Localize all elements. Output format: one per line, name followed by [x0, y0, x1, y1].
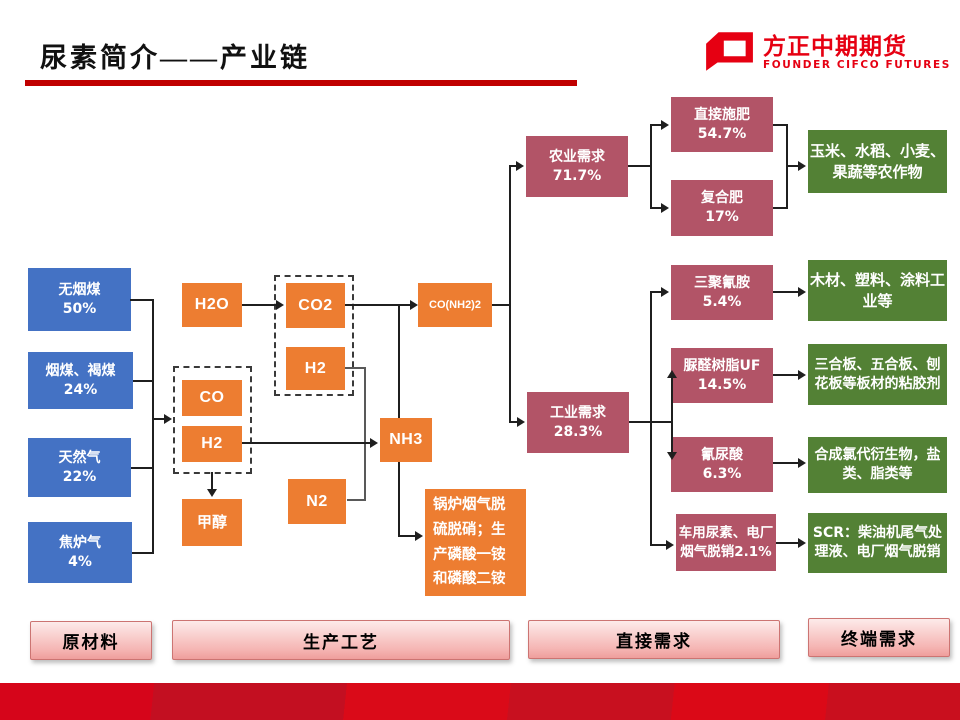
connector-arrowhead — [207, 489, 217, 497]
node-compound-fertilizer: 复合肥 17% — [671, 180, 773, 236]
node-uf-resin: 脲醛树脂UF 14.5% — [671, 348, 773, 403]
node-nh3-note: 锅炉烟气脱硫脱硝；生产磷酸一铵和磷酸二铵 — [425, 489, 526, 596]
footer-red-bar — [0, 683, 960, 720]
node-co: CO — [182, 380, 242, 416]
connector-arrowhead — [661, 120, 669, 130]
node-direct-fertilizer: 直接施肥 54.7% — [671, 97, 773, 152]
connector-arrowhead — [164, 414, 172, 424]
connector-line — [398, 462, 400, 537]
connector-line — [133, 380, 152, 382]
connector-arrowhead — [661, 203, 669, 213]
legend-end-demand: 终端需求 — [808, 618, 950, 657]
node-agriculture-demand: 农业需求 71.7% — [526, 136, 628, 197]
connector-line — [398, 535, 416, 537]
page-title: 尿素简介——产业链 — [40, 43, 310, 73]
connector-line — [650, 291, 652, 546]
connector-line — [650, 207, 663, 209]
connector-line — [132, 552, 152, 554]
connector-arrowhead — [370, 438, 378, 448]
connector-line — [773, 207, 787, 209]
connector-line — [786, 165, 799, 167]
node-methanol: 甲醇 — [182, 499, 242, 546]
connector-arrowhead — [415, 531, 423, 541]
connector-line — [492, 304, 510, 306]
node-vehicle-urea: 车用尿素、电厂烟气脱销2.1% — [676, 514, 776, 571]
connector-line — [364, 367, 366, 501]
connector-arrowhead — [667, 452, 677, 460]
node-urea: CO(NH2)2 — [418, 283, 492, 327]
legend-direct-demand: 直接需求 — [528, 620, 780, 659]
node-natural-gas: 天然气 22% — [28, 438, 131, 497]
legend-raw-materials: 原材料 — [30, 621, 152, 660]
group-co2-h2 — [274, 275, 354, 396]
connector-line — [345, 304, 411, 306]
connector-line — [152, 418, 166, 420]
connector-arrowhead — [798, 161, 806, 171]
connector-line — [776, 542, 800, 544]
connector-line — [650, 124, 663, 126]
node-h2-upper: H2 — [286, 347, 345, 390]
node-coke-oven-gas: 焦炉气 4% — [28, 522, 132, 583]
node-bituminous-lignite: 烟煤、褐煤 24% — [28, 352, 133, 409]
node-cyanuric-acid: 氰尿酸 6.3% — [671, 437, 773, 492]
connector-line — [242, 304, 276, 306]
connector-line — [650, 291, 663, 293]
connector-line — [509, 165, 511, 423]
connector-arrowhead — [410, 300, 418, 310]
node-h2-lower: H2 — [182, 426, 242, 462]
logo-name-en: FOUNDER CIFCO FUTURES — [763, 59, 951, 72]
node-h2o: H2O — [182, 283, 242, 327]
connector-arrowhead — [276, 300, 284, 310]
connector-line — [773, 462, 800, 464]
logo-name-cn: 方正中期期货 — [763, 33, 907, 60]
connector-line — [510, 421, 519, 423]
connector-line — [773, 291, 800, 293]
connector-line — [345, 367, 365, 369]
connector-line — [650, 544, 668, 546]
node-chloro-derivatives: 合成氯代衍生物，盐类、脂类等 — [808, 437, 947, 493]
company-logo: 方正中期期货 FOUNDER CIFCO FUTURES — [703, 28, 951, 78]
node-wood-industry: 木材、塑料、涂料工业等 — [808, 260, 947, 321]
connector-arrowhead — [667, 370, 677, 378]
connector-line — [211, 472, 213, 492]
node-melamine: 三聚氰胺 5.4% — [671, 265, 773, 320]
connector-arrowhead — [666, 540, 674, 550]
connector-arrowhead — [798, 538, 806, 548]
connector-line — [773, 374, 800, 376]
connector-line — [131, 467, 152, 469]
connector-line — [773, 124, 787, 126]
node-scr: SCR：柴油机尾气处理液、电厂烟气脱销 — [808, 513, 947, 573]
connector-line — [510, 165, 518, 167]
connector-line — [152, 299, 154, 554]
logo-cube-icon — [703, 28, 755, 78]
connector-arrowhead — [661, 287, 669, 297]
connector-line — [650, 124, 652, 209]
node-board-adhesive: 三合板、五合板、刨花板等板材的粘胶剂 — [808, 344, 947, 405]
connector-line — [671, 377, 673, 453]
connector-line — [130, 299, 152, 301]
node-co2: CO2 — [286, 283, 345, 328]
node-industry-demand: 工业需求 28.3% — [527, 392, 629, 453]
connector-arrowhead — [517, 417, 525, 427]
node-nh3: NH3 — [380, 418, 432, 462]
connector-line — [628, 165, 652, 167]
title-underline — [25, 80, 577, 86]
legend-production-process: 生产工艺 — [172, 620, 510, 660]
connector-line — [398, 305, 400, 418]
connector-arrowhead — [516, 161, 524, 171]
connector-arrowhead — [798, 287, 806, 297]
node-anthracite: 无烟煤 50% — [28, 268, 131, 331]
connector-line — [347, 499, 365, 501]
node-n2: N2 — [288, 479, 346, 524]
connector-arrowhead — [798, 458, 806, 468]
connector-arrowhead — [798, 370, 806, 380]
node-crops: 玉米、水稻、小麦、果蔬等农作物 — [808, 130, 947, 193]
connector-line — [242, 442, 372, 444]
